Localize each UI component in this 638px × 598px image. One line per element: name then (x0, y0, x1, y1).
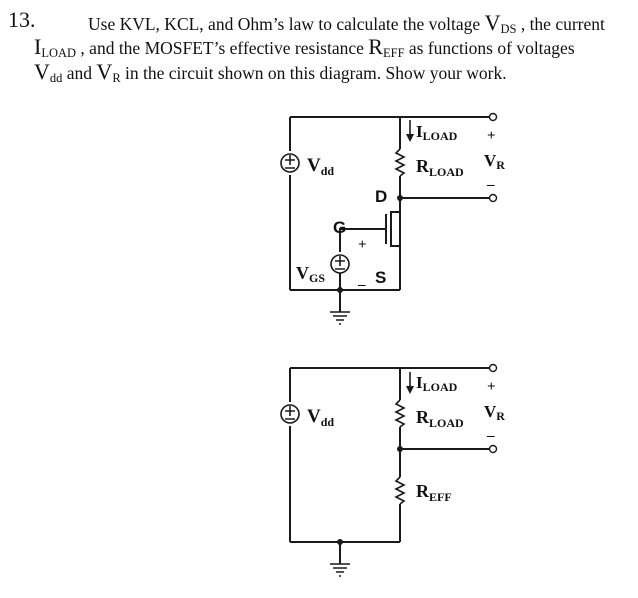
c2-vr-label: VR (484, 402, 505, 423)
vr-symbol: V (96, 59, 113, 84)
c1-vr-top-terminal (488, 112, 498, 122)
c1-gate-label: G (333, 218, 346, 237)
vdd-subscript: dd (49, 71, 63, 85)
c2-rload-resistor-icon (394, 399, 406, 428)
c1-source-label: S (375, 268, 386, 287)
c1-vr-plus: + (487, 128, 496, 144)
vdd-symbol: V (34, 59, 50, 84)
line3-text: and (62, 63, 97, 83)
c2-vdd-source-icon (280, 404, 300, 424)
c2-ground-icon (330, 542, 350, 577)
line1-text: Use KVL, KCL, and Ohm’s law to calculate… (88, 14, 485, 34)
c2-vr-top-terminal (488, 363, 498, 373)
c1-vr-minus: – (486, 177, 495, 193)
iload-subscript: LOAD (41, 46, 77, 60)
c1-iload-label: ILOAD (416, 122, 458, 143)
iload-symbol: I (34, 34, 42, 59)
c1-mosfet-icon (339, 211, 400, 252)
line3-tail: in the circuit shown on this diagram. Sh… (120, 63, 507, 83)
vds-symbol: V (484, 10, 501, 35)
c1-ground-icon (330, 290, 350, 325)
question-number: 13. (8, 7, 36, 32)
c2-reff-label: REFF (416, 481, 452, 504)
c2-vr-minus: – (486, 428, 495, 444)
c1-vdd-source-icon (280, 153, 300, 173)
c1-drain-label: D (375, 187, 387, 206)
c1-vgs-plus: + (358, 237, 367, 253)
c2-reff-resistor-icon (394, 476, 406, 505)
c2-vdd-label: Vdd (307, 406, 334, 429)
c2-vr-bottom-terminal (488, 444, 498, 454)
vr-subscript: R (112, 71, 121, 85)
c2-iload-label: ILOAD (416, 373, 458, 394)
question-line-2: ILOAD , and the MOSFET’s effective resis… (34, 34, 575, 60)
c1-vdd-label: Vdd (307, 155, 334, 178)
c1-vr-label: VR (484, 151, 505, 172)
question-line-1: Use KVL, KCL, and Ohm’s law to calculate… (88, 10, 605, 36)
line1-tail: , the current (516, 14, 605, 34)
reff-symbol: R (368, 34, 383, 59)
c2-rload-label: RLOAD (416, 407, 464, 430)
c2-vr-plus: + (487, 379, 496, 395)
circuit-2 (280, 363, 498, 577)
question-line-3: Vdd and VR in the circuit shown on this … (34, 59, 507, 85)
c1-vgs-source-icon (330, 254, 350, 274)
circuit-1 (280, 112, 498, 325)
c1-rload-label: RLOAD (416, 156, 464, 179)
c1-vr-bottom-terminal (488, 193, 498, 203)
c1-rload-resistor-icon (394, 148, 406, 177)
line2-tail: as functions of voltages (404, 38, 575, 58)
c1-vgs-label: VGS (296, 263, 325, 285)
line2-text: , and the MOSFET’s effective resistance (76, 38, 369, 58)
vds-subscript: DS (500, 22, 517, 36)
reff-subscript: EFF (382, 46, 405, 60)
c1-vgs-minus: – (357, 277, 366, 293)
